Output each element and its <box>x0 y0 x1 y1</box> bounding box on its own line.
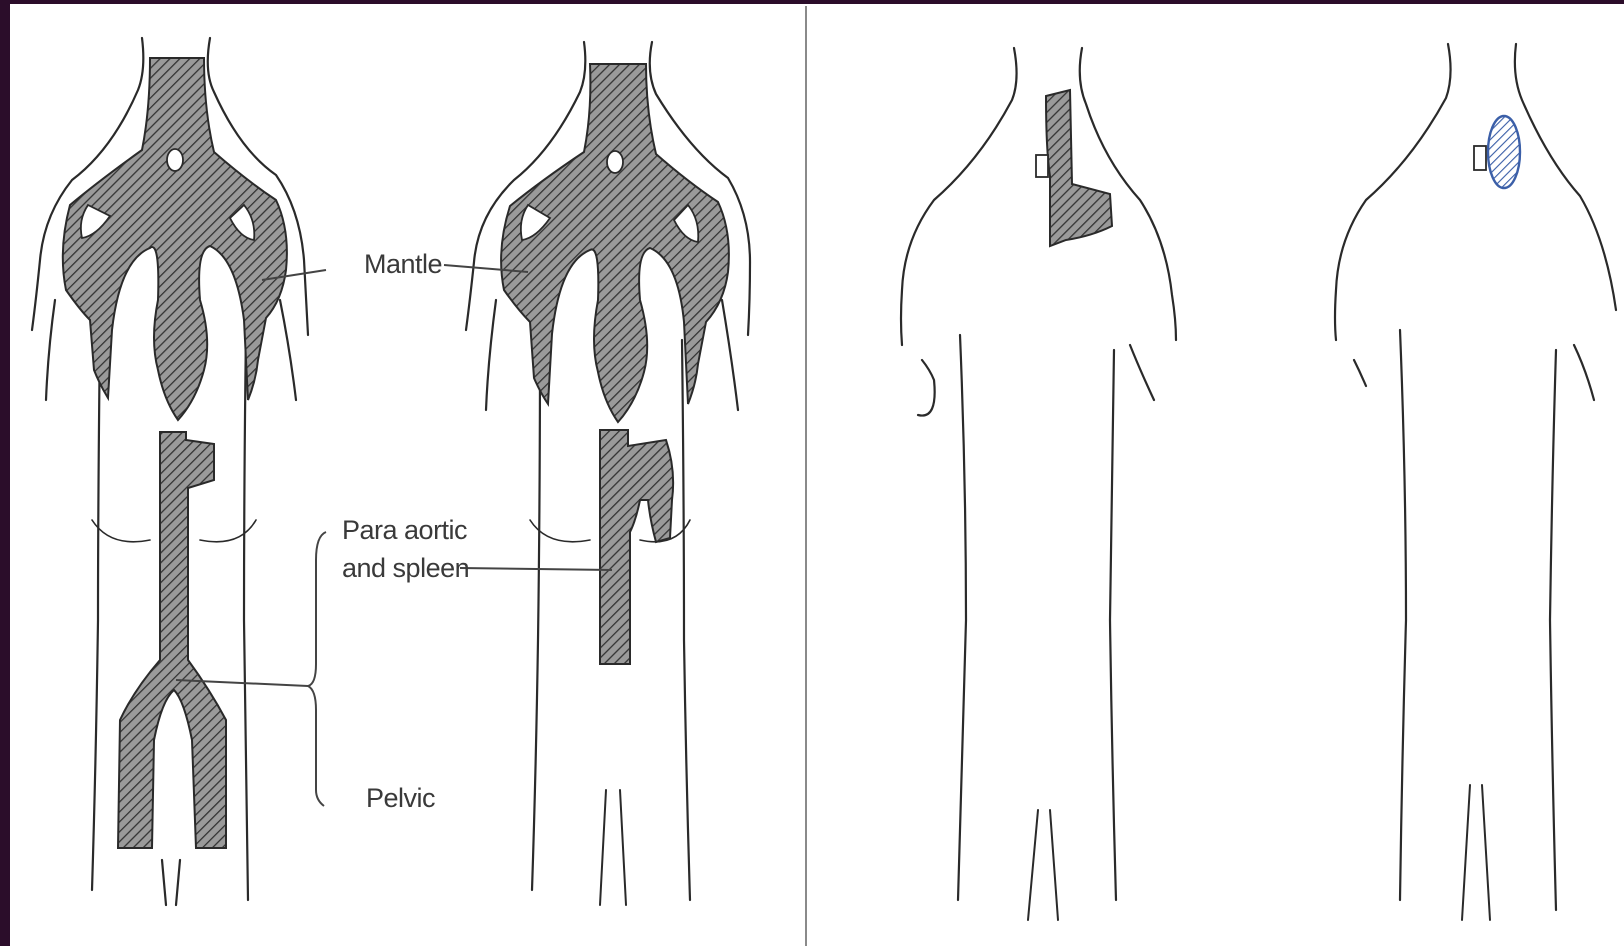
pelvic-label: Pelvic <box>366 780 435 816</box>
para-aortic-label-line-1: Para aortic <box>342 512 467 548</box>
involved-node-field <box>1488 116 1520 188</box>
page-background <box>10 4 1624 946</box>
mantle-label: Mantle <box>364 246 442 282</box>
para-aortic-label-line-2: and spleen <box>342 550 469 586</box>
